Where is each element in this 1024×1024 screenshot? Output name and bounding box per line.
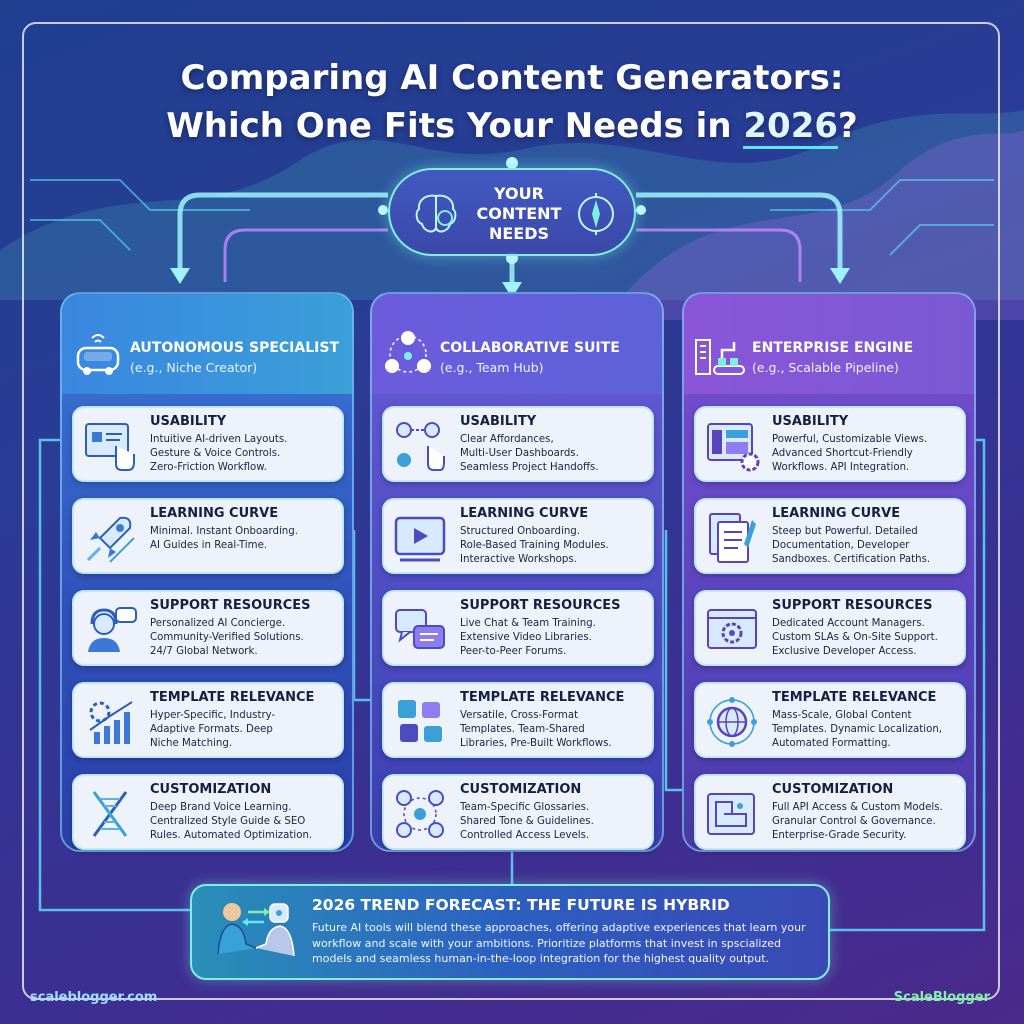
card-title: LEARNING CURVE [772,506,901,521]
card-support-resources: SUPPORT RESOURCES Dedicated Account Mana… [694,590,966,666]
forecast-title: 2026 TREND FORECAST: THE FUTURE IS HYBRI… [312,896,730,914]
column-collaborative-suite: COLLABORATIVE SUITE (e.g., Team Hub) USA… [370,292,664,852]
documents-pen-icon [709,513,756,563]
card-title: SUPPORT RESOURCES [772,598,933,613]
card-customization: CUSTOMIZATION Deep Brand Voice Learning.… [72,774,344,850]
rocket-icon [86,516,135,563]
dashboard-gear-icon [707,423,760,472]
card-title: SUPPORT RESOURCES [460,598,621,613]
card-usability: USABILITY Clear Affordances, Multi-User … [382,406,654,482]
column-subtitle: (e.g., Team Hub) [440,360,544,375]
video-player-icon [394,516,446,562]
column-header: COLLABORATIVE SUITE (e.g., Team Hub) [372,294,662,394]
chat-bubbles-icon [395,609,445,649]
card-template-relevance: TEMPLATE RELEVANCE Hyper-Specific, Indus… [72,682,344,758]
card-title: TEMPLATE RELEVANCE [460,690,625,705]
puzzle-icon [398,700,442,742]
card-learning-curve: LEARNING CURVE Minimal. Instant Onboardi… [72,498,344,574]
card-learning-curve: LEARNING CURVE Structured Onboarding. Ro… [382,498,654,574]
page-title-line2: Which One Fits Your Needs in 2026? [40,100,984,152]
column-subtitle: (e.g., Scalable Pipeline) [752,360,899,375]
card-template-relevance: TEMPLATE RELEVANCE Mass-Scale, Global Co… [694,682,966,758]
column-enterprise-engine: ENTERPRISE ENGINE (e.g., Scalable Pipeli… [682,292,976,852]
card-usability: USABILITY Powerful, Customizable Views. … [694,406,966,482]
card-body: Powerful, Customizable Views. Advanced S… [772,434,928,473]
card-customization: CUSTOMIZATION Full API Access & Custom M… [694,774,966,850]
dna-icon [92,791,128,837]
card-template-relevance: TEMPLATE RELEVANCE Versatile, Cross-Form… [382,682,654,758]
column-title: ENTERPRISE ENGINE [752,340,914,356]
card-title: USABILITY [772,414,849,429]
brain-gear-icon [415,194,457,233]
card-title: CUSTOMIZATION [460,782,582,797]
card-usability: USABILITY Intuitive AI-driven Layouts. G… [72,406,344,482]
title-suffix: ? [838,106,858,146]
growth-chart-gear-icon [89,701,133,744]
column-subtitle: (e.g., Niche Creator) [130,360,258,375]
card-title: LEARNING CURVE [460,506,589,521]
column-header: AUTONOMOUS SPECIALIST (e.g., Niche Creat… [62,294,352,394]
card-body: Clear Affordances, Multi-User Dashboards… [460,434,599,473]
card-body: Live Chat & Team Training. Extensive Vid… [460,618,596,657]
card-learning-curve: LEARNING CURVE Steep but Powerful. Detai… [694,498,966,574]
card-title: TEMPLATE RELEVANCE [772,690,937,705]
column-autonomous-specialist: AUTONOMOUS SPECIALIST (e.g., Niche Creat… [60,292,354,852]
card-title: LEARNING CURVE [150,506,279,521]
human-robot-handshake-icon [217,903,295,957]
card-body: Structured Onboarding. Role-Based Traini… [460,526,609,565]
card-body: Team-Specific Glossaries. Shared Tone & … [460,802,594,841]
user-flow-icon [396,422,445,471]
card-support-resources: SUPPORT RESOURCES Personalized AI Concie… [72,590,344,666]
forecast-body: Future AI tools will blend these approac… [312,921,806,965]
content-needs-hub: YOUR CONTENT NEEDS [388,168,636,256]
card-body: Deep Brand Voice Learning. Centralized S… [150,802,313,841]
title-year: 2026 [743,106,839,149]
compass-icon [578,193,614,235]
card-title: TEMPLATE RELEVANCE [150,690,315,705]
globe-network-icon [707,697,757,747]
card-title: USABILITY [460,414,537,429]
card-body: Intuitive AI-driven Layouts. Gesture & V… [150,434,288,473]
footer-website: scaleblogger.com [30,990,158,1005]
autonomous-car-icon [76,334,120,375]
card-body: Personalized AI Concierge. Community-Ver… [150,618,304,657]
card-title: SUPPORT RESOURCES [150,598,311,613]
card-body: Steep but Powerful. Detailed Documentati… [772,526,931,565]
browser-gear-icon [707,609,757,649]
card-customization: CUSTOMIZATION Team-Specific Glossaries. … [382,774,654,850]
outer-frame [22,22,1000,1000]
column-header: ENTERPRISE ENGINE (e.g., Scalable Pipeli… [684,294,974,394]
factory-pipeline-icon [695,339,745,375]
card-support-resources: SUPPORT RESOURCES Live Chat & Team Train… [382,590,654,666]
shared-users-icon [396,790,444,838]
touch-screen-icon [85,423,135,471]
card-title: CUSTOMIZATION [772,782,894,797]
card-body: Full API Access & Custom Models. Granula… [772,802,943,841]
title-prefix: Which One Fits Your Needs in [166,106,744,146]
card-title: CUSTOMIZATION [150,782,272,797]
footer-brand: ScaleBlogger [893,990,990,1005]
blueprint-icon [707,793,755,835]
column-title: COLLABORATIVE SUITE [440,340,620,356]
trend-forecast-panel: 2026 TREND FORECAST: THE FUTURE IS HYBRI… [190,884,830,980]
team-network-icon [385,331,431,373]
card-body: Hyper-Specific, Industry- Adaptive Forma… [150,710,276,749]
column-title: AUTONOMOUS SPECIALIST [130,340,339,356]
page-title-line1: Comparing AI Content Generators: [180,58,844,98]
headset-agent-icon [88,607,137,652]
hub-label: YOUR CONTENT NEEDS [476,184,562,243]
card-title: USABILITY [150,414,227,429]
card-body: Mass-Scale, Global Content Templates. Dy… [772,710,943,749]
card-body: Minimal. Instant Onboarding. AI Guides i… [150,526,298,551]
card-body: Dedicated Account Managers. Custom SLAs … [772,618,938,657]
card-body: Versatile, Cross-Format Templates. Team-… [460,710,612,749]
